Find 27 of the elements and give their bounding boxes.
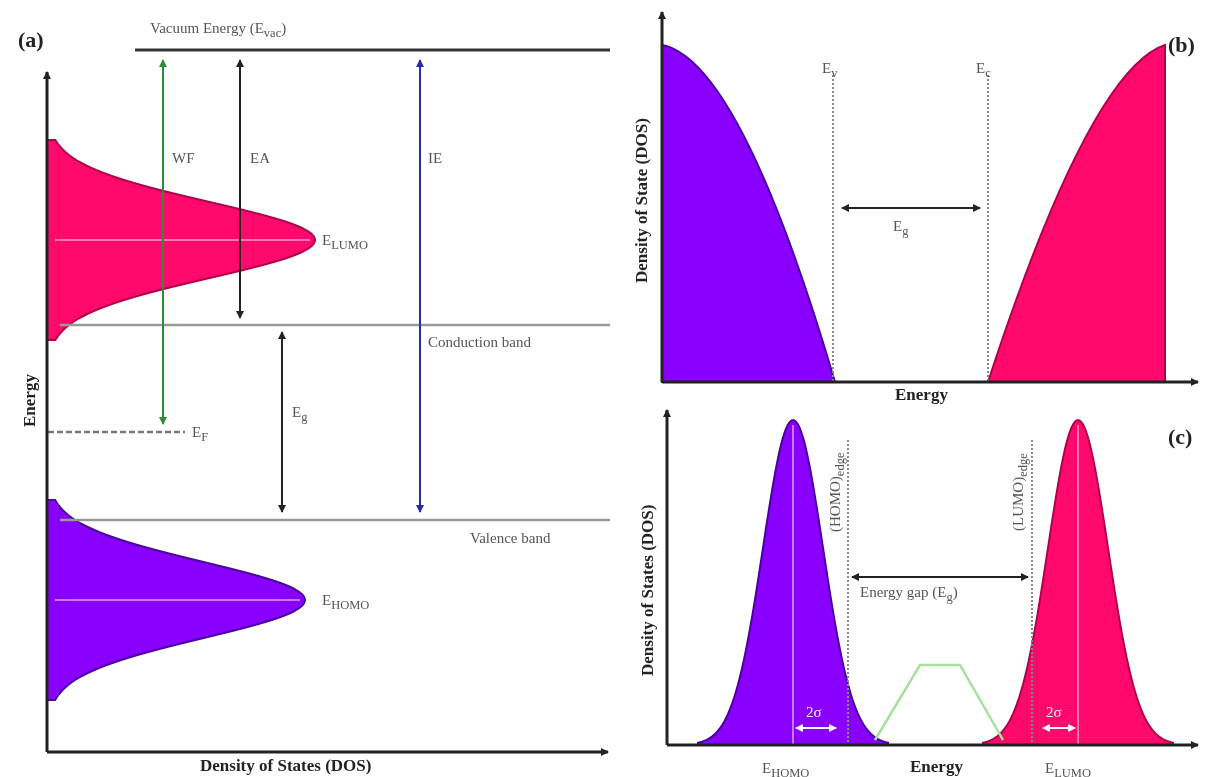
level-label: E$_{LUMO}$: [322, 232, 368, 253]
level-label: E$_{HOMO}$: [322, 592, 370, 613]
level-label: E$_{F}$: [192, 424, 209, 445]
arrow-label: WF: [172, 150, 195, 167]
arrow-label: E$_{g}$: [292, 404, 308, 425]
arrow-label: Energy gap (E$_{g}$): [860, 584, 958, 605]
arrow-label: IE: [428, 150, 443, 167]
axis-title: Density of States (DOS): [200, 757, 372, 776]
width-label: 2σ: [806, 704, 822, 721]
axis-title: Energy: [895, 386, 948, 405]
level-label: Conduction band: [428, 334, 531, 351]
arrow-label: EA: [250, 150, 270, 167]
level-label: Valence band: [470, 530, 551, 547]
level-label: E$_{LUMO}$: [1045, 760, 1091, 777]
panel-label: (c): [1168, 425, 1193, 450]
width-label: 2σ: [1046, 704, 1062, 721]
arrow-label: E$_{g}$: [893, 218, 909, 239]
axis-title: Energy: [910, 758, 963, 777]
axis-title: Density of States (DOS): [638, 504, 658, 676]
band-edge-label: E$_{v}$: [822, 60, 838, 81]
level-label: Vacuum Energy (E$_{vac}$): [150, 20, 287, 41]
axis-title: Energy: [20, 373, 40, 427]
band-edge-label: E$_{c}$: [976, 60, 991, 81]
axis-title: Density of State (DOS): [632, 117, 652, 283]
panel-label: (b): [1168, 33, 1195, 58]
panel-label: (a): [18, 28, 44, 53]
level-label: E$_{HOMO}$: [762, 760, 810, 777]
